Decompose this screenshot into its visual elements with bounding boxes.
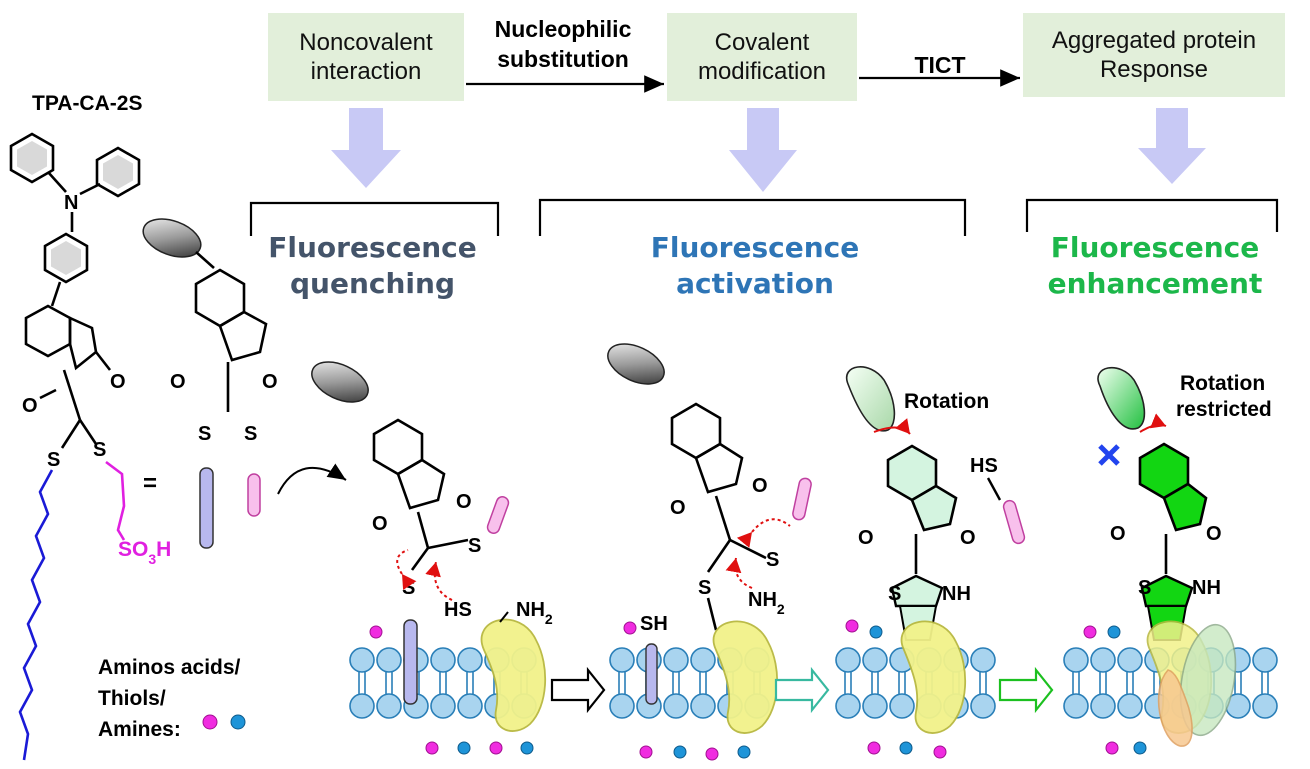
panel4-nh: NH (1192, 577, 1221, 599)
legend-text: Aminos acids/ Thiols/ Amines: (98, 656, 241, 741)
equals-sign: = (143, 470, 158, 497)
svg-text:O: O (372, 513, 388, 535)
panel3-rotation: Rotation (904, 390, 989, 413)
fluorescence-activation-label: Fluorescence activation (650, 231, 860, 300)
panel2-sh: SH (640, 613, 668, 635)
bracket-activation (538, 198, 967, 236)
panel4-rotation-restricted: Rotation restricted (1176, 372, 1272, 421)
svg-text:O: O (858, 527, 874, 549)
arrow-nucleophilic-label: Nucleophilic substitution (494, 16, 632, 72)
step-noncovalent-box: Noncovalent interaction (268, 13, 464, 101)
step-aggregated-box: Aggregated protein Response (1023, 13, 1285, 97)
svg-text:N: N (64, 192, 78, 214)
down-arrow-2 (729, 108, 797, 192)
legend-dot-magenta (202, 714, 218, 730)
blocked-x-icon (1098, 444, 1120, 466)
svg-text:S: S (244, 423, 257, 445)
svg-text:S: S (698, 577, 711, 599)
alkyl-chain (18, 469, 54, 761)
fluorescence-enhancement-label: Fluorescence enhancement (1047, 231, 1263, 300)
panel1-nh2: NH2 (516, 599, 553, 627)
panel3-s: S (888, 583, 901, 605)
sulfonate-chain (105, 460, 126, 541)
down-arrow-1 (331, 108, 401, 188)
svg-text:O: O (456, 491, 472, 513)
panel1-hs: HS (444, 599, 472, 621)
fluorescence-quenching-label: Fluorescence quenching (268, 231, 477, 300)
svg-text:O: O (1110, 523, 1126, 545)
sulfonate-group: SO3H (118, 538, 171, 567)
arrow-tict-label: TICT (914, 52, 966, 78)
probe-oxygen-2: O (22, 395, 38, 417)
probe-name: TPA-CA-2S (32, 92, 143, 115)
open-arrow-3 (998, 666, 1054, 714)
svg-text:O: O (170, 371, 186, 393)
svg-text:O: O (1206, 523, 1222, 545)
step-aggregated-label: Aggregated protein Response (1051, 27, 1257, 83)
panel4-s: S (1138, 577, 1151, 599)
svg-text:S: S (766, 549, 779, 571)
step-noncovalent-label: Noncovalent interaction (299, 29, 433, 85)
down-arrow-3 (1138, 108, 1206, 184)
bracket-quenching (249, 201, 500, 236)
open-arrow-2 (774, 666, 830, 714)
panel3-molecule: Rotation O O S NH HS (845, 366, 1026, 734)
panel3-hs: HS (970, 455, 998, 477)
probe-cartoon: O O S S (142, 218, 347, 549)
open-arrow-1 (550, 666, 606, 714)
panel3-nh: NH (942, 583, 971, 605)
panel2-nh2: NH2 (748, 589, 785, 617)
svg-text:O: O (752, 475, 768, 497)
tpa-ca-2s-structure: N O O S S SO3H (9, 132, 171, 761)
probe-sulfur-2: S (93, 439, 106, 461)
panel4-molecule: Rotation restricted O O S NH (1097, 366, 1272, 747)
svg-text:S: S (402, 577, 415, 599)
panel1-molecule: O O S S HS NH2 (311, 361, 553, 732)
bracket-enhancement (1025, 198, 1279, 232)
step-covalent-label: Covalent modification (697, 29, 827, 85)
svg-text:S: S (468, 535, 481, 557)
probe-sulfur-1: S (47, 449, 60, 471)
svg-text:O: O (262, 371, 278, 393)
step-covalent-box: Covalent modification (667, 13, 857, 101)
small-molecule-dots (202, 619, 1147, 761)
svg-text:O: O (960, 527, 976, 549)
probe-oxygen-1: O (110, 371, 126, 393)
legend-dot-blue (230, 714, 246, 730)
svg-text:S: S (198, 423, 211, 445)
svg-text:O: O (670, 497, 686, 519)
panel2-molecule: O O S S NH2 SH (607, 343, 812, 734)
